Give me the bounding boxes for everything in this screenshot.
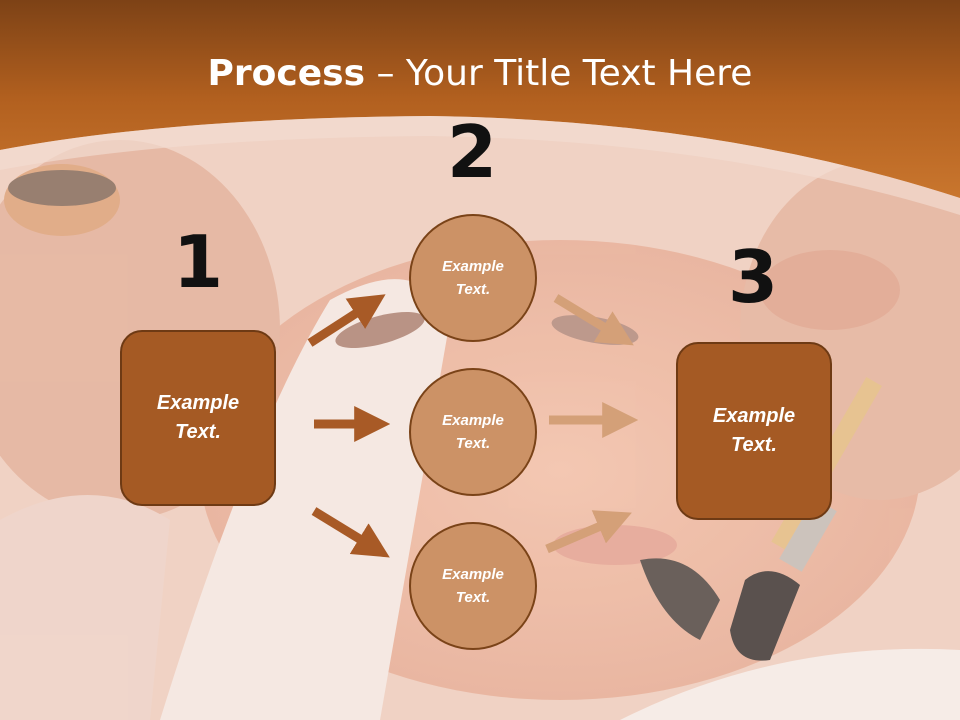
title-rest: – Your Title Text Here xyxy=(365,53,753,94)
circle-bottom-label: Example Text. xyxy=(442,566,504,606)
right-box[interactable]: Example Text. xyxy=(676,342,832,520)
step-number-1: 1 xyxy=(172,220,224,304)
left-box-label: Example Text. xyxy=(156,392,240,443)
arrow-to-bottom xyxy=(311,507,390,558)
header-band xyxy=(0,0,960,198)
circle-top-label: Example Text. xyxy=(442,258,504,298)
step-number-3: 3 xyxy=(727,235,779,319)
right-box-label: Example Text. xyxy=(712,405,796,456)
circle-top[interactable]: Example Text. xyxy=(409,214,537,342)
arrow-from-top xyxy=(553,294,634,346)
left-box[interactable]: Example Text. xyxy=(120,330,276,506)
arrow-from-bottom xyxy=(545,510,632,554)
arrow-to-top xyxy=(307,294,386,347)
circle-middle-label: Example Text. xyxy=(442,412,504,452)
title-bold: Process xyxy=(207,53,366,94)
header-curve xyxy=(0,116,960,215)
circle-middle[interactable]: Example Text. xyxy=(409,368,537,496)
step-number-2: 2 xyxy=(446,110,498,194)
circle-bottom[interactable]: Example Text. xyxy=(409,522,537,650)
slide-title: Process – Your Title Text Here xyxy=(0,52,960,96)
